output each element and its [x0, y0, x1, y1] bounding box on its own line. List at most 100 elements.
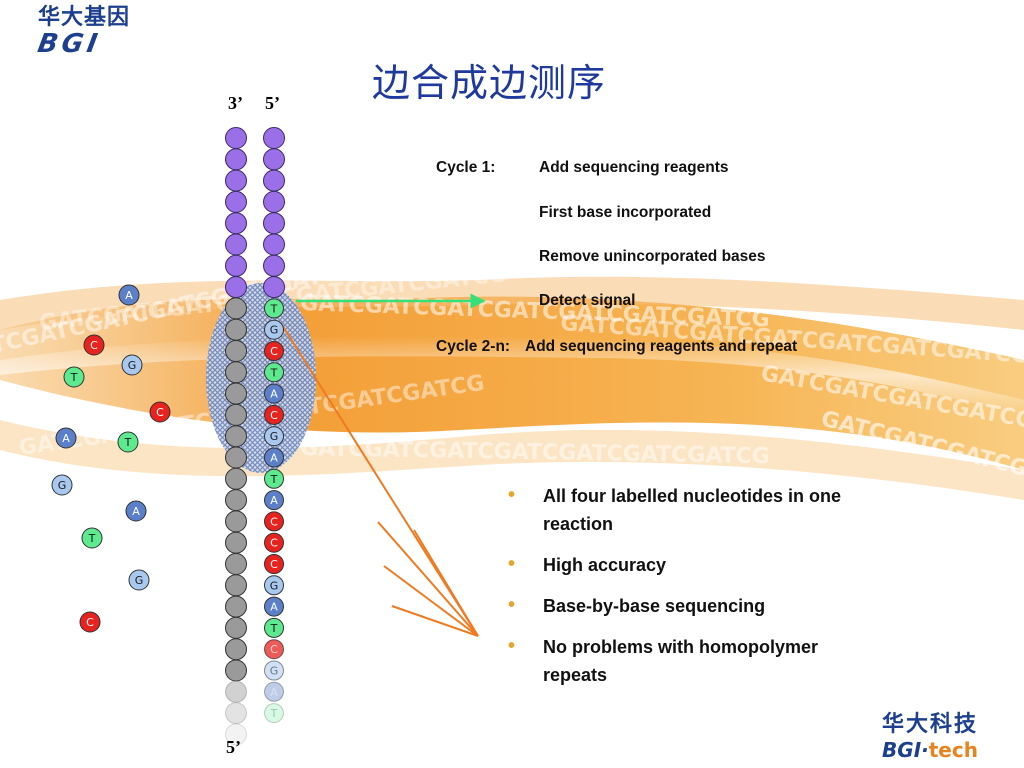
bullet-text: All four labelled nucleotides in one rea… [543, 486, 842, 534]
free-nucleotide-C [83, 334, 105, 356]
template-nucleotide-purple [225, 212, 247, 235]
template-nucleotide-purple [225, 148, 247, 171]
synth-nucleotide-G [264, 660, 284, 681]
strand-label-3prime-top: 3’ [228, 93, 243, 113]
free-nucleotide-T [117, 431, 139, 453]
synth-nucleotide-label: C [270, 643, 278, 656]
synth-nucleotide-C [264, 511, 284, 532]
synth-nucleotide-label: A [270, 494, 278, 507]
synth-nucleotide-label: T [270, 473, 278, 486]
synth-nucleotide-C [264, 404, 284, 425]
free-nucleotide-label: G [128, 359, 137, 372]
synth-nucleotide-T [264, 362, 284, 383]
bullet-dot-icon: • [508, 635, 516, 657]
template-nucleotide-purple [225, 233, 247, 256]
logo-bottom-en: BGI·tech [870, 738, 990, 762]
template-nucleotide-purple [225, 190, 247, 213]
template-nucleotide-gray [225, 361, 247, 384]
bullet-item: • No problems with homopolymer repeats [506, 633, 886, 689]
cycle1-step3: Remove unincorporated bases [539, 248, 766, 265]
orange-arrow-line [377, 521, 479, 637]
template-nucleotide-gray [225, 659, 247, 682]
synth-nucleotide-A [264, 490, 284, 511]
synth-nucleotide-label: C [270, 537, 278, 550]
template-nucleotide-gray [225, 489, 247, 512]
bgi-tech-logo-bottom: 华大科技 BGI·tech [870, 712, 990, 766]
logo-top-en: BGI [35, 29, 104, 59]
active-region-ellipse [206, 283, 316, 473]
synth-nucleotide-label: T [270, 366, 278, 379]
cycle1-step2: First base incorporated [539, 204, 712, 221]
cycle1-step1: Add sequencing reagents [539, 159, 729, 176]
free-nucleotide-label: C [86, 616, 94, 629]
bullet-dot-icon: • [508, 484, 516, 506]
free-nucleotide-G [128, 569, 150, 591]
synth-nucleotide-purple [263, 233, 285, 256]
bullet-item: •High accuracy [506, 551, 886, 579]
free-nucleotide-label: A [62, 432, 70, 445]
synth-nucleotide-label: T [270, 302, 278, 315]
synth-nucleotide-purple [263, 148, 285, 171]
template-nucleotide-purple [225, 169, 247, 192]
template-nucleotide-gray [225, 553, 247, 575]
synth-nucleotide-A [264, 383, 284, 404]
synth-nucleotide-label: G [270, 324, 279, 337]
synth-nucleotide-label: G [270, 665, 279, 678]
free-nucleotide-G [121, 354, 143, 376]
template-nucleotide-purple [225, 254, 247, 277]
synth-nucleotide-G [264, 575, 284, 596]
cycle1-label: Cycle 1: [436, 159, 496, 176]
synth-nucleotide-label: C [270, 409, 278, 422]
orange-arrow-group [281, 324, 479, 637]
synth-nucleotide-A [264, 596, 284, 617]
synth-nucleotide-A [264, 681, 284, 702]
bullet-text: No problems with homopolymer repeats [543, 637, 819, 685]
template-nucleotide-gray [225, 510, 247, 533]
synth-nucleotide-T [264, 617, 284, 638]
free-nucleotide-C [79, 611, 101, 633]
synth-nucleotide-label: A [270, 686, 278, 699]
synth-nucleotide-label: G [270, 579, 279, 592]
strand-label-5prime-top: 5’ [265, 93, 280, 113]
cycle1-step4: Detect signal [539, 292, 636, 309]
template-nucleotide-gray [225, 467, 247, 490]
template-nucleotide-gray [225, 531, 247, 554]
free-nucleotide-A [55, 427, 77, 449]
synth-nucleotide-T [264, 468, 284, 489]
synth-nucleotide-label: T [270, 707, 278, 720]
free-nucleotide-G [51, 474, 73, 496]
synth-nucleotide-purple [263, 169, 285, 192]
feature-bullet-list: • All four labelled nucleotides in one re… [506, 482, 886, 702]
logo-top-cn: 华大基因 [38, 5, 131, 30]
template-nucleotide-gray [225, 382, 247, 405]
bullet-text: High accuracy [543, 555, 667, 575]
cycle2-step: Add sequencing reagents and repeat [525, 338, 798, 355]
orange-arrow-line [391, 605, 479, 637]
synth-nucleotide-C [264, 341, 284, 361]
template-nucleotide-gray [225, 297, 247, 320]
synth-nucleotide-label: G [270, 430, 279, 443]
template-nucleotide-gray [225, 595, 247, 618]
free-nucleotide-label: C [90, 339, 98, 352]
synth-nucleotide-T [264, 703, 284, 724]
strand-label-5prime-bottom: 5’ [226, 737, 241, 757]
synth-nucleotide-purple [263, 254, 285, 277]
synth-nucleotide-purple [263, 127, 285, 149]
free-nucleotide-label: A [125, 289, 133, 302]
orange-arrow-line [281, 324, 479, 637]
free-nucleotide-label: C [156, 406, 164, 419]
synth-nucleotide-purple [263, 276, 285, 299]
template-nucleotide-gray [225, 446, 247, 469]
bullet-text: Base-by-base sequencing [543, 596, 766, 616]
synth-nucleotide-A [264, 447, 284, 468]
page-title: 边合成边测序 [372, 61, 607, 105]
free-nucleotide-label: G [58, 479, 67, 492]
synth-nucleotide-G [264, 319, 284, 340]
bgi-logo-top: 华大基因 BGI [35, 5, 150, 60]
synth-nucleotide-label: C [270, 515, 278, 528]
free-nucleotide-A [125, 500, 147, 522]
orange-arrow-line [413, 529, 479, 637]
